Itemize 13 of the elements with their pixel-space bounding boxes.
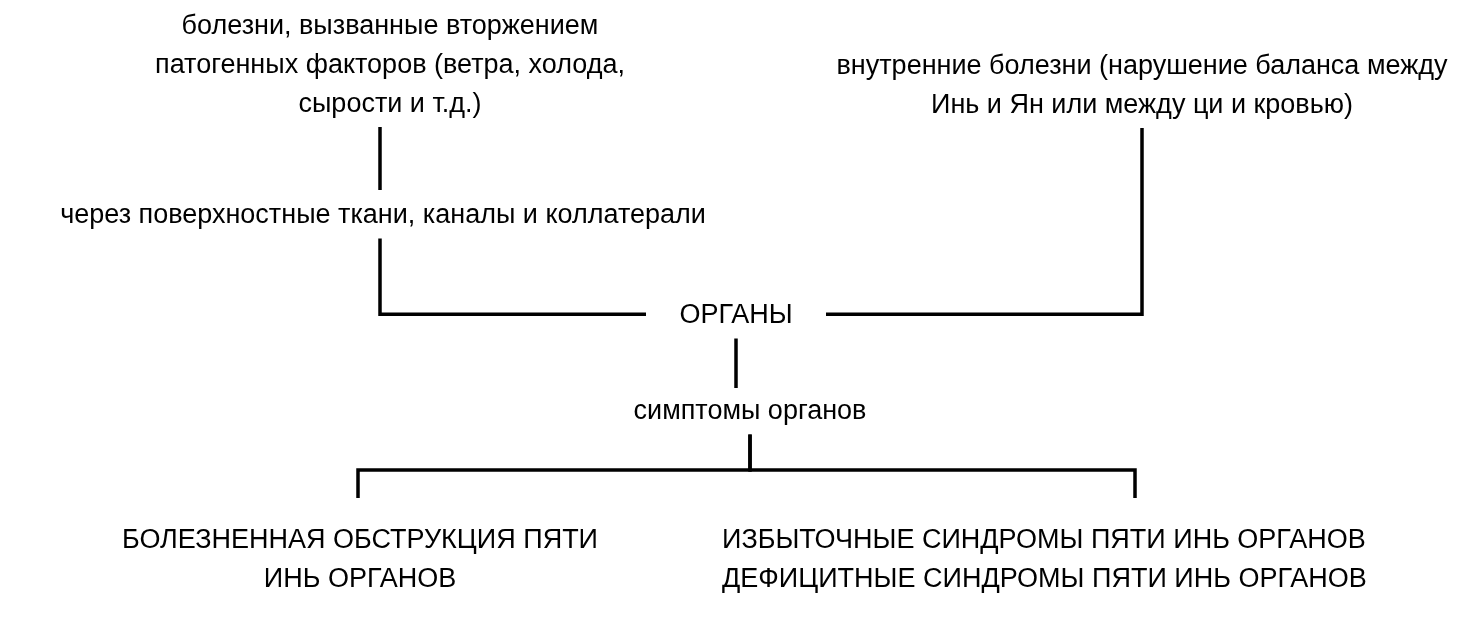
organ-heading: ОРГАНЫ [678,298,794,331]
syndrome-text: ИЗБЫТОЧНЫЕ СИНДРОМЫ ПЯТИ ИНЬ ОРГАНОВ [722,523,1367,556]
connector-line [748,434,1137,498]
syndrome-text: ДЕФИЦИТНЫЕ СИНДРОМЫ ПЯТИ ИНЬ ОРГАНОВ [722,562,1368,595]
connector-line [826,128,1144,316]
connector-line [378,238,646,316]
cause-text: внутренние болезни (нарушение баланса между Инь и Ян или между ци и кровью) [835,49,1449,121]
syndrome-text: БОЛЕЗНЕННАЯ ОБСТРУКЦИЯ ПЯТИ ИНЬ ОРГАНОВ [120,523,600,595]
pathway-text: через поверхностные ткани, каналы и коллатерали [59,198,707,231]
cause-text: болезни, вызванные вторжением патогенных факторов (ветра, холода, сырости и т.д.) [154,9,626,120]
connector-line [378,127,382,190]
connector-line [734,338,738,388]
symptom-text: симптомы органов [632,394,868,427]
